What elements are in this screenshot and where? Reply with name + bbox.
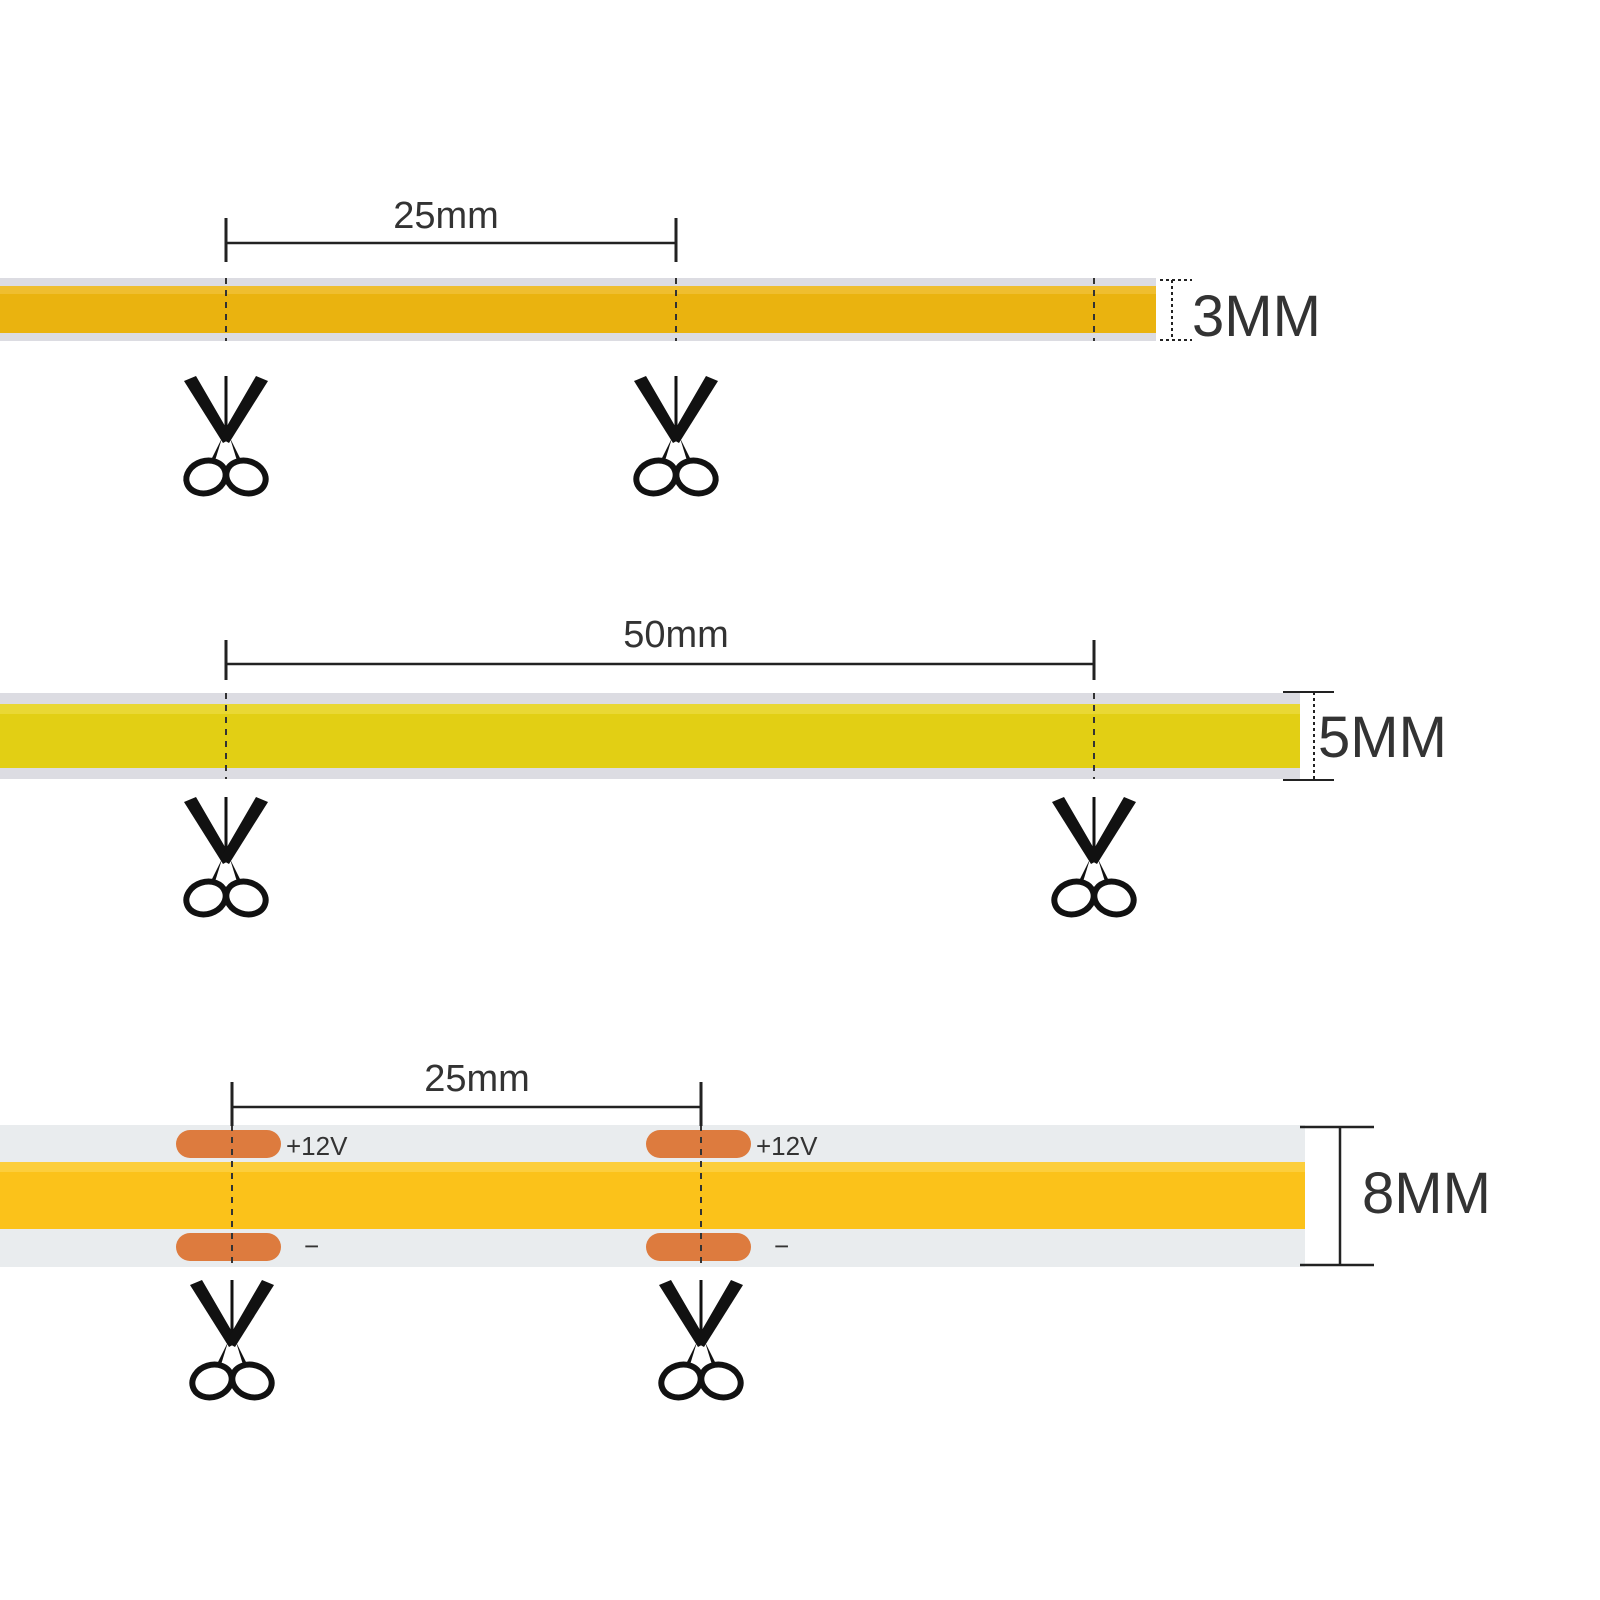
solder-pad-plus bbox=[646, 1130, 751, 1158]
strip-3mm-width-label: 3MM bbox=[1192, 284, 1321, 349]
strip-3mm: 25mm 3MM bbox=[0, 195, 1321, 498]
pad-minus-label: − bbox=[774, 1231, 789, 1261]
scissors-icon bbox=[188, 1280, 276, 1402]
pad-minus-label: − bbox=[304, 1231, 319, 1261]
strip-8mm: +12V − +12V − 25mm 8MM bbox=[0, 1058, 1491, 1402]
strip-5mm-spacing-label: 50mm bbox=[623, 614, 729, 656]
scissors-icon bbox=[182, 797, 270, 919]
strip-5mm-led bbox=[0, 704, 1300, 768]
solder-pad-minus bbox=[646, 1233, 751, 1261]
solder-pad-plus bbox=[176, 1130, 281, 1158]
scissors-icon bbox=[657, 1280, 745, 1402]
solder-pad-minus bbox=[176, 1233, 281, 1261]
strip-5mm-width-label: 5MM bbox=[1318, 705, 1447, 770]
strip-3mm-spacing-label: 25mm bbox=[393, 195, 499, 237]
pad-plus-label: +12V bbox=[286, 1131, 348, 1161]
strip-8mm-width-label: 8MM bbox=[1362, 1161, 1491, 1226]
strip-8mm-spacing-label: 25mm bbox=[424, 1058, 530, 1100]
scissors-icon bbox=[632, 376, 720, 498]
strip-5mm: 50mm 5MM bbox=[0, 614, 1447, 919]
scissors-icon bbox=[1050, 797, 1138, 919]
strip-8mm-led bbox=[0, 1162, 1305, 1229]
pad-plus-label: +12V bbox=[756, 1131, 818, 1161]
scissors-icon bbox=[182, 376, 270, 498]
